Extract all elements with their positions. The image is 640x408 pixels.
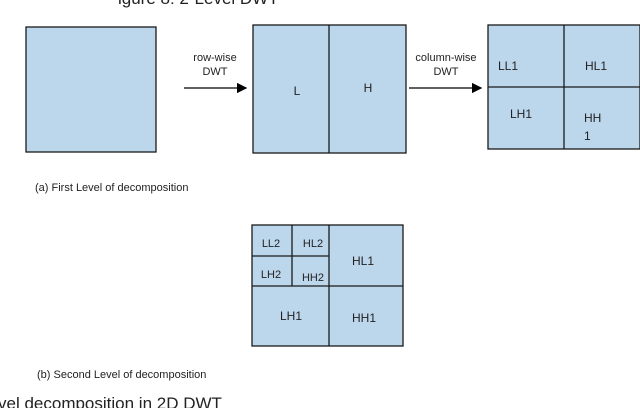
top-caption: igure 8: 2-Level DWT	[118, 0, 279, 8]
hh1-second-label: HH1	[352, 311, 376, 325]
first-level-subbands: LL1 HL1 LH1 HH 1	[487, 24, 640, 150]
caption-second-level: (b) Second Level of decomposition	[37, 369, 206, 381]
bottom-caption: vel decomposition in 2D DWT	[0, 394, 222, 408]
low-band-label: L	[294, 84, 301, 98]
row-wise-label: row-wise	[193, 52, 236, 64]
ll1-label: LL1	[498, 59, 518, 73]
column-wise-dwt-label: DWT	[433, 66, 458, 78]
original-image-block	[25, 26, 157, 153]
lh1-second-label: LH1	[280, 309, 302, 323]
second-level-subbands: LL2 HL2 LH2 HH2 HL1 LH1 HH1	[251, 224, 404, 347]
hl1-second-label: HL1	[352, 254, 374, 268]
hl2-label: HL2	[303, 238, 323, 250]
column-wise-label: column-wise	[415, 52, 476, 64]
hh1-label-line2: 1	[584, 129, 591, 143]
row-wise-dwt-label: DWT	[202, 66, 227, 78]
lh2-label: LH2	[261, 269, 281, 281]
ll2-label: LL2	[262, 238, 280, 250]
lh1-label: LH1	[510, 107, 532, 121]
high-band-label: H	[364, 81, 373, 95]
hl1-label: HL1	[585, 59, 607, 73]
row-decomposition-block: L H	[252, 24, 407, 154]
hh2-label: HH2	[302, 272, 324, 284]
hh1-label-line1: HH	[584, 111, 601, 125]
caption-first-level: (a) First Level of decomposition	[35, 182, 188, 194]
